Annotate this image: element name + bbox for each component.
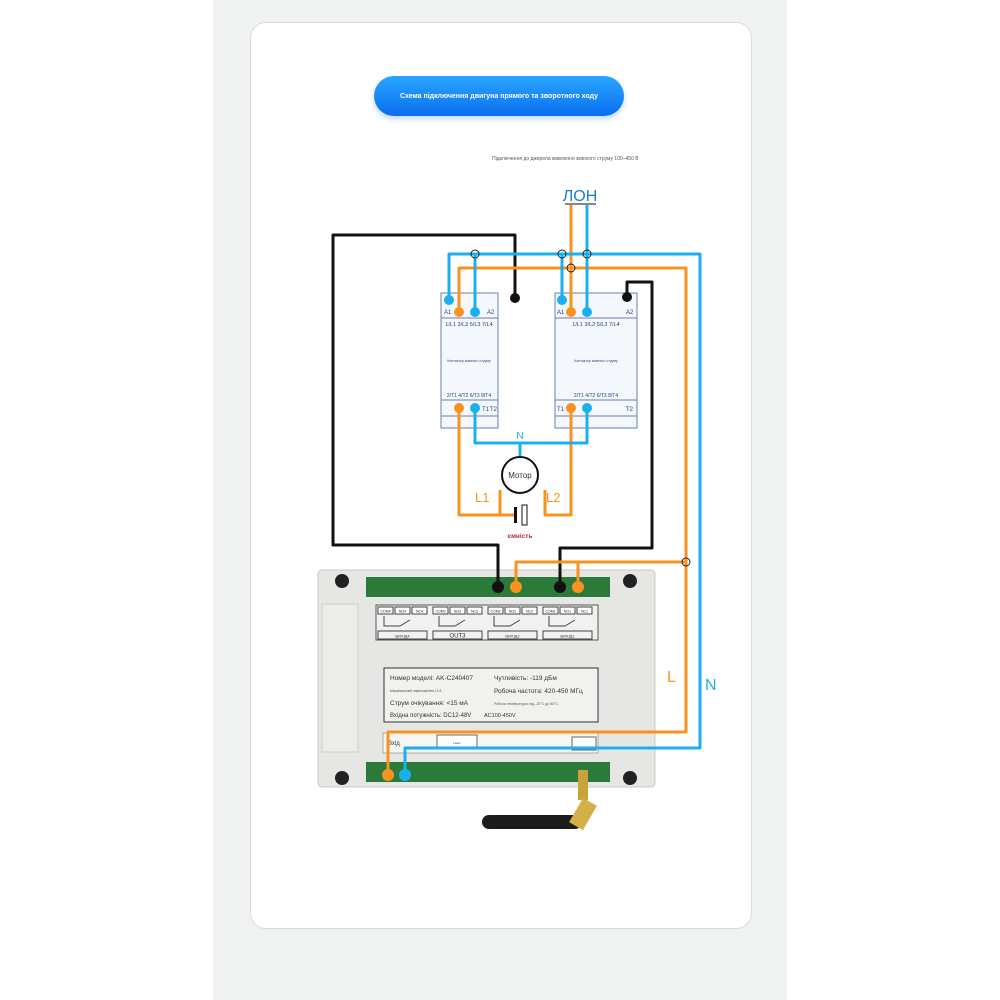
relay-pin-label: NO1	[564, 610, 571, 614]
temperature: Робоча температура: від -20°C до 80°C	[494, 702, 558, 706]
a1-label: A1	[557, 310, 565, 316]
relay-channel-label: ВИХІД2	[505, 634, 520, 639]
power-source-label: ЛОН	[563, 188, 598, 205]
max-current: Максимальний навантаження 10 А	[390, 689, 442, 693]
relay-channel-label: ВИХІД1	[560, 634, 575, 639]
motor: Мотор	[501, 456, 539, 494]
relay-pin-label: NC3	[471, 610, 478, 614]
contactor-left: A1 A2 1/L1 3/L2 5/L3 7/L4 Контактор змін…	[440, 292, 499, 429]
relay-channel-label: OUT3	[449, 634, 466, 640]
live-wire-label: L	[667, 669, 676, 686]
relay-pin-label: NC2	[526, 610, 533, 614]
standby-current: Струм очікування: <15 мА	[390, 699, 469, 707]
relay-pin-label: NO3	[454, 610, 461, 614]
capacitor-label: ємність	[508, 532, 533, 540]
model-number: Номер моделі: AK-C240407	[390, 674, 473, 682]
motor-label: Мотор	[508, 471, 532, 480]
top-terminals: 1/L1 3/L2 5/L3 7/L4	[445, 322, 492, 328]
control-wire-left	[331, 233, 517, 587]
contactor-name: Контактор змінного струму	[447, 359, 491, 363]
relay-pin-label: COM4	[380, 610, 390, 614]
contactor-name: Контактор змінного струму	[574, 359, 618, 363]
relay-channel-label: ВИХІД4	[395, 634, 410, 639]
l2-label: L2	[546, 490, 560, 505]
t2-label: T2	[626, 407, 634, 413]
neutral-label: N	[516, 431, 523, 442]
t1-label: T1	[557, 407, 565, 413]
antenna-icon	[482, 770, 597, 831]
t2-label: T2	[490, 407, 498, 413]
frequency: Робоча частота: 420-450 МГц	[494, 687, 583, 695]
relay-module	[317, 569, 656, 788]
capacitor-icon	[514, 504, 528, 526]
learn-button: Learn	[453, 741, 461, 745]
sensitivity: Чутливість: -119 дБм	[494, 674, 557, 682]
input-power: Вхідна потужність: DC12-48V	[390, 713, 471, 719]
bottom-terminals: 2/T1 4/T2 6/T3 8/T4	[574, 393, 618, 399]
input-label: Вхід	[388, 741, 400, 747]
bottom-terminals: 2/T1 4/T2 6/T3 8/T4	[447, 393, 491, 399]
neutral-wire-label: N	[705, 677, 717, 694]
relay-pin-label: NC4	[416, 610, 423, 614]
a1-label: A1	[444, 310, 452, 316]
l1-label: L1	[475, 490, 489, 505]
relay-pin-label: COM2	[490, 610, 500, 614]
a2-label: A2	[626, 310, 634, 316]
t1-label: T1	[482, 407, 490, 413]
relay-pin-label: NO4	[399, 610, 406, 614]
control-wire-right	[558, 280, 654, 587]
relay-pin-label: COM1	[545, 610, 555, 614]
top-terminals: 1/L1 3/L2 5/L3 7/L4	[572, 322, 619, 328]
relay-pin-label: NO2	[509, 610, 516, 614]
relay-pin-label: COM3	[435, 610, 445, 614]
ac-power: AC100-450V	[484, 713, 516, 719]
a2-label: A2	[487, 310, 495, 316]
title-banner: Схема підключення двигуна прямого та зво…	[374, 76, 624, 116]
relay-pin-label: NC1	[581, 610, 588, 614]
power-subtitle: Підключення до джерела живлення змінного…	[492, 156, 639, 162]
